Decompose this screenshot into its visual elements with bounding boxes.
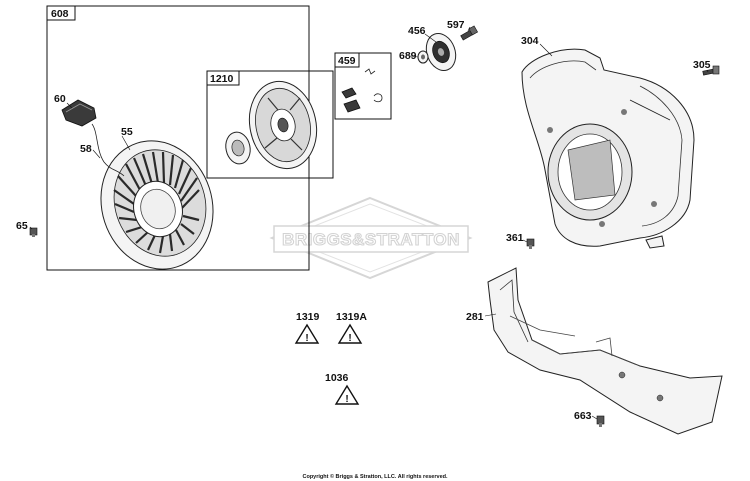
part-label-361[interactable]: 361 xyxy=(506,232,524,244)
part-label-597[interactable]: 597 xyxy=(447,19,465,31)
part-label-456[interactable]: 456 xyxy=(408,25,426,37)
leader-lines xyxy=(29,26,709,420)
blower-housing xyxy=(521,48,695,249)
part-label-281[interactable]: 281 xyxy=(466,311,484,323)
copyright-notice: Copyright © Briggs & Stratton, LLC. All … xyxy=(302,473,448,480)
part-label-1210[interactable]: 1210 xyxy=(210,73,234,85)
watermark-text: BRIGGS&STRATTON xyxy=(282,230,460,249)
nut-689 xyxy=(417,50,429,64)
part-label-608[interactable]: 608 xyxy=(51,8,69,20)
screw-305 xyxy=(702,65,720,76)
brand-watermark: BRIGGS&STRATTON xyxy=(269,196,473,280)
screw-65 xyxy=(29,227,38,237)
warning-label-1319: ! xyxy=(294,323,320,344)
part-label-65[interactable]: 65 xyxy=(16,220,28,232)
warning-label-1036: ! xyxy=(334,384,360,405)
starter-pulley xyxy=(248,80,318,170)
svg-text:!: ! xyxy=(305,333,308,344)
part-label-1319[interactable]: 1319 xyxy=(296,311,320,323)
svg-text:!: ! xyxy=(348,333,351,344)
kit-box-459 xyxy=(334,52,392,120)
part-label-663[interactable]: 663 xyxy=(574,410,592,422)
screw-361 xyxy=(526,238,535,249)
part-label-60[interactable]: 60 xyxy=(54,93,66,105)
warning-label-1319A: ! xyxy=(337,323,363,344)
kit-box-1210 xyxy=(206,70,334,179)
part-label-1036[interactable]: 1036 xyxy=(325,372,349,384)
part-label-58[interactable]: 58 xyxy=(80,143,92,155)
pulley-spring-cover xyxy=(225,131,251,165)
air-guide-281 xyxy=(487,267,723,435)
starter-housing xyxy=(100,140,214,270)
part-label-304[interactable]: 304 xyxy=(521,35,539,47)
part-label-689[interactable]: 689 xyxy=(399,50,417,62)
pawl-kit xyxy=(341,68,383,113)
svg-text:!: ! xyxy=(345,394,348,405)
part-label-305[interactable]: 305 xyxy=(693,59,711,71)
part-label-1319A[interactable]: 1319A xyxy=(336,311,367,323)
screw-663 xyxy=(596,415,605,427)
screw-597 xyxy=(460,25,479,41)
starter-cup xyxy=(425,33,457,71)
part-label-459[interactable]: 459 xyxy=(338,55,356,67)
part-label-55[interactable]: 55 xyxy=(121,126,133,138)
